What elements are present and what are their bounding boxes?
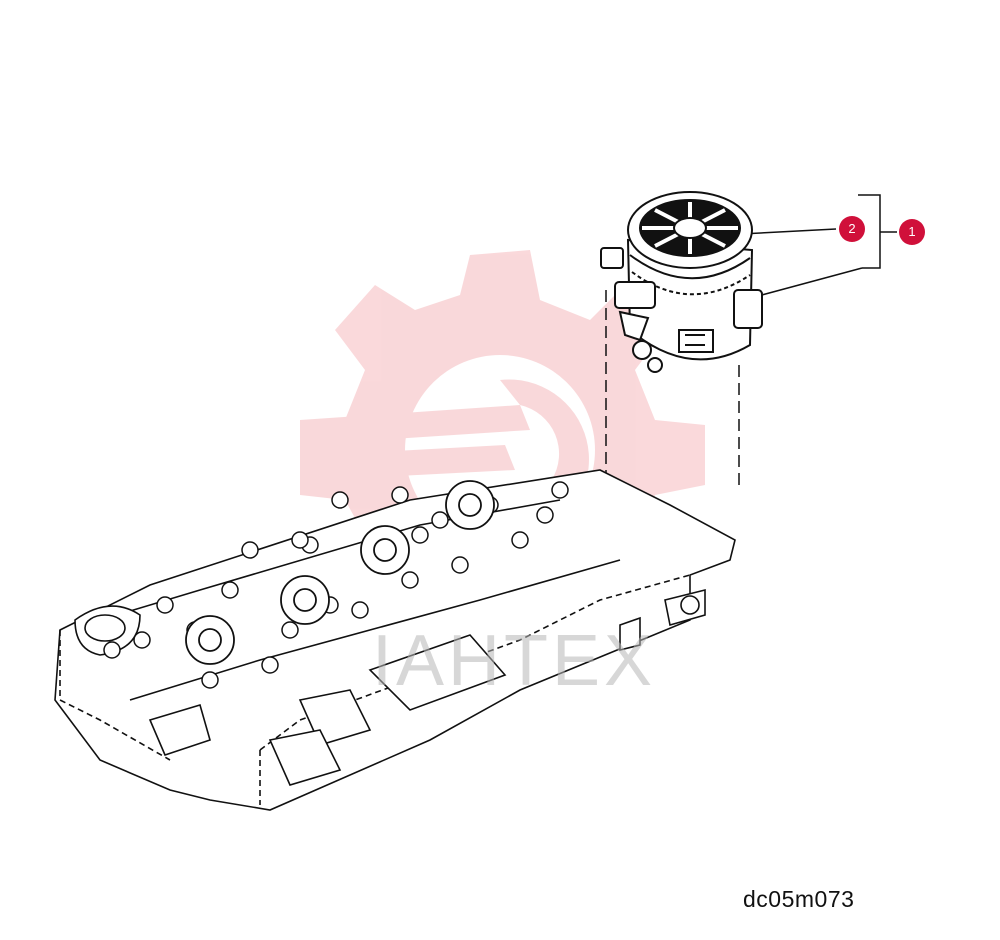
callout-1[interactable]: 1 (899, 219, 925, 245)
assembly-guide-lines (605, 290, 740, 610)
fuel-filter-assembly (600, 191, 763, 373)
injector-bores (185, 480, 495, 665)
leader-line-2 (740, 228, 837, 235)
callout-2[interactable]: 2 (839, 216, 865, 242)
drawing-code: dc05m073 (743, 886, 855, 912)
leader-line-1 (757, 267, 863, 297)
engine-cylinder-head (54, 469, 736, 811)
callout-bracket (858, 194, 897, 269)
watermark-text: IAHTEX (372, 621, 657, 701)
